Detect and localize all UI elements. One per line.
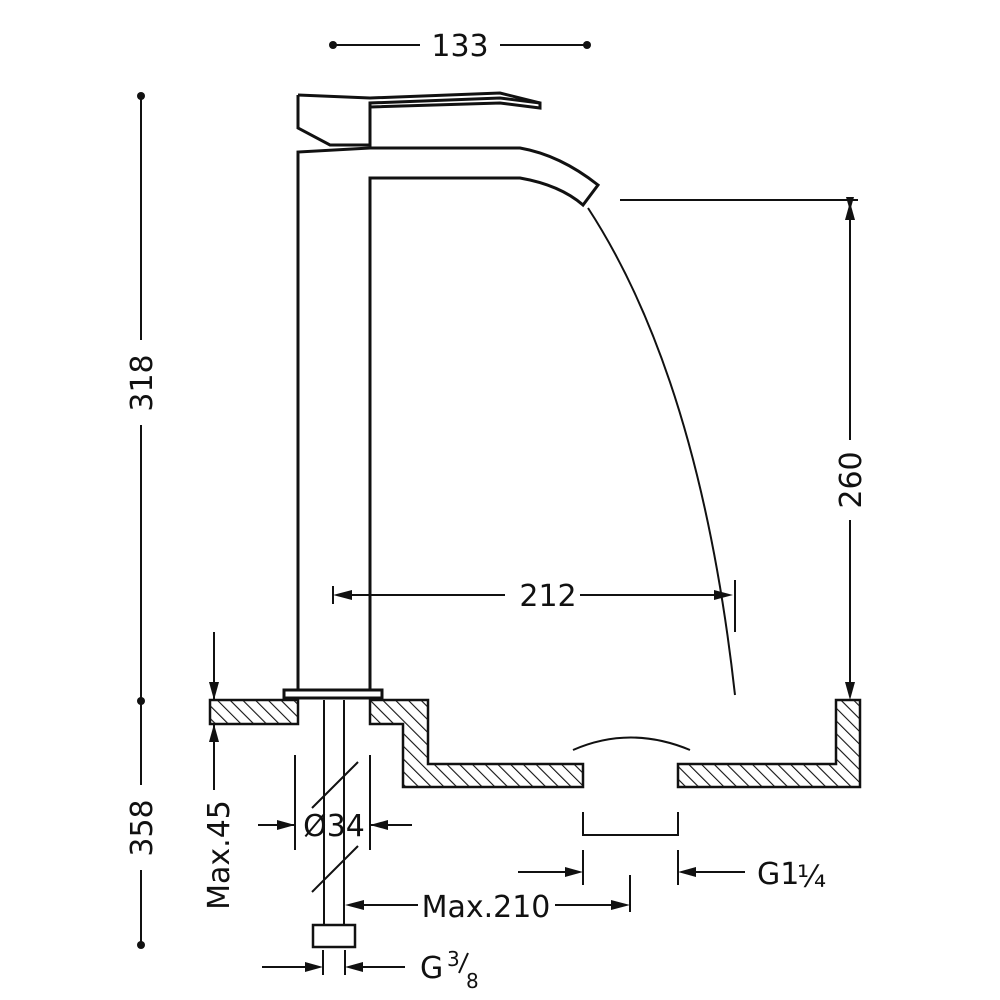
dim-hole-diameter-label: Ø34: [303, 809, 365, 844]
dim-max-thickness-label: Max.45: [202, 800, 237, 910]
supply-hose: [311, 700, 359, 949]
water-stream: [587, 207, 736, 696]
basin-section: [208, 698, 862, 836]
dim-max-hose: Max.210: [345, 875, 631, 925]
dim-waste-thread-label: G1: [757, 857, 799, 892]
dim-waste-thread: G1 ¼: [518, 850, 826, 895]
faucet-body: [282, 91, 601, 700]
dim-width-top: 133: [329, 29, 591, 64]
dim-inlet-thread-label: G: [420, 951, 443, 986]
dim-max-hose-label: Max.210: [422, 890, 551, 925]
dim-height-total-label: 318: [125, 354, 160, 411]
dim-height-overall: 358: [125, 701, 160, 949]
dim-waste-thread-fraction: ¼: [797, 860, 826, 895]
dim-hole-diameter: Ø34: [258, 755, 412, 850]
dim-inlet-thread-num: 3: [447, 947, 460, 971]
dim-reach: 212: [332, 579, 736, 632]
dim-height-spout: 260: [620, 197, 869, 700]
dim-height-spout-label: 260: [834, 451, 869, 508]
dim-inlet-thread: G 3 8: [262, 947, 479, 993]
dim-height-overall-label: 358: [125, 799, 160, 856]
dim-reach-label: 212: [519, 579, 576, 614]
dim-height-total: 318: [125, 92, 160, 705]
dim-width-top-label: 133: [431, 29, 488, 64]
dim-inlet-thread-den: 8: [466, 969, 479, 993]
dim-max-thickness: Max.45: [202, 632, 237, 910]
